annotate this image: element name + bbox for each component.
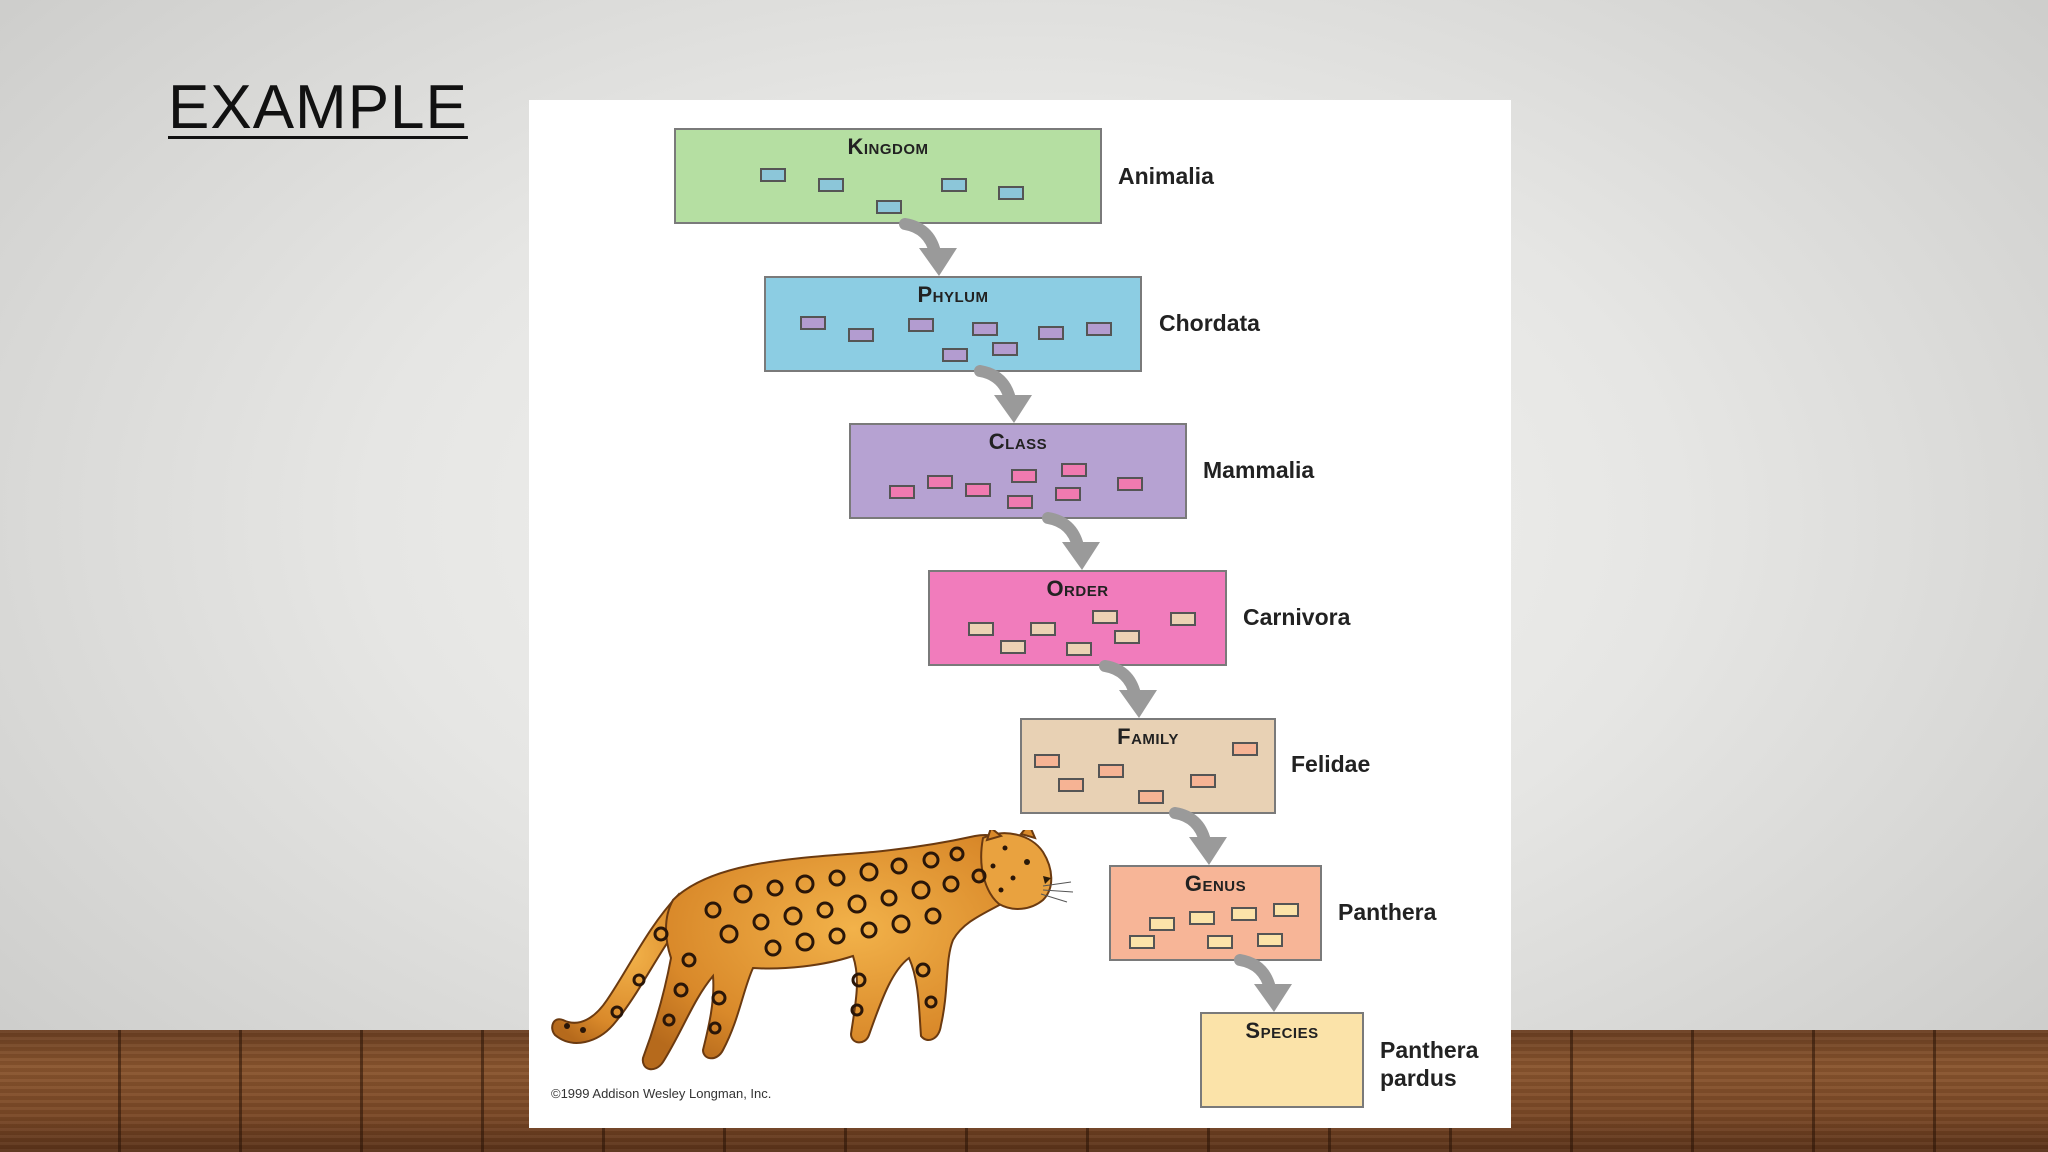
group-chip	[1257, 933, 1283, 947]
group-chip	[1011, 469, 1037, 483]
group-chip	[1030, 622, 1056, 636]
rank-label-family: Family	[1117, 724, 1179, 749]
group-chip	[972, 322, 998, 336]
group-chip	[965, 483, 991, 497]
group-chip	[1066, 642, 1092, 656]
taxon-label-phylum: Chordata	[1159, 310, 1260, 336]
arrow-kingdom-to-phylum	[899, 218, 957, 276]
group-chip	[760, 168, 786, 182]
group-chip	[1114, 630, 1140, 644]
group-chip	[1007, 495, 1033, 509]
arrow-class-to-order	[1042, 512, 1100, 570]
arrow-phylum-to-class	[974, 365, 1032, 423]
group-chip	[1061, 463, 1087, 477]
group-chip	[876, 200, 902, 214]
group-chip	[1055, 487, 1081, 501]
group-chip	[1098, 764, 1124, 778]
copyright-note: ©1999 Addison Wesley Longman, Inc.	[551, 1086, 772, 1101]
rank-label-genus: Genus	[1184, 871, 1247, 896]
rank-label-class: Class	[988, 429, 1048, 454]
group-chip	[1034, 754, 1060, 768]
taxon-label-species-epithet: pardus	[1380, 1065, 1457, 1091]
rank-box-kingdom: Kingdom	[674, 128, 1102, 224]
group-chip	[1232, 742, 1258, 756]
group-chip	[1190, 774, 1216, 788]
group-chip	[1273, 903, 1299, 917]
taxon-label-kingdom: Animalia	[1118, 163, 1214, 189]
leopard-illustration	[551, 830, 1074, 1071]
rank-box-class: Class	[849, 423, 1187, 519]
taxon-label-order: Carnivora	[1243, 604, 1351, 630]
group-chip	[1058, 778, 1084, 792]
group-chip	[1170, 612, 1196, 626]
group-chip	[800, 316, 826, 330]
rank-label-phylum: Phylum	[917, 282, 989, 307]
taxon-label-family: Felidae	[1291, 751, 1371, 777]
taxon-label-species-genus: Panthera	[1380, 1037, 1479, 1063]
group-chip	[992, 342, 1018, 356]
rank-label-kingdom: Kingdom	[847, 134, 929, 159]
group-chip	[1189, 911, 1215, 925]
arrow-family-to-genus	[1169, 807, 1227, 865]
taxonomy-figure: Kingdom Animalia Phylum Chordata Class M…	[529, 100, 1511, 1128]
group-chip	[908, 318, 934, 332]
group-chip	[998, 186, 1024, 200]
rank-box-order: Order	[928, 570, 1227, 666]
group-chip	[1000, 640, 1026, 654]
taxon-label-genus: Panthera	[1338, 899, 1437, 925]
group-chip	[1117, 477, 1143, 491]
group-chip	[848, 328, 874, 342]
group-chip	[1038, 326, 1064, 340]
rank-box-genus: Genus	[1109, 865, 1322, 961]
group-chip	[927, 475, 953, 489]
group-chip	[1231, 907, 1257, 921]
arrow-order-to-family	[1099, 660, 1157, 718]
slide-title: EXAMPLE	[168, 73, 468, 142]
group-chip	[942, 348, 968, 362]
group-chip	[1149, 917, 1175, 931]
rank-label-order: Order	[1046, 576, 1109, 601]
rank-label-species: Species	[1245, 1018, 1319, 1043]
group-chip	[968, 622, 994, 636]
rank-box-phylum: Phylum	[764, 276, 1142, 372]
group-chip	[941, 178, 967, 192]
group-chip	[1207, 935, 1233, 949]
group-chip	[1086, 322, 1112, 336]
group-chip	[1092, 610, 1118, 624]
rank-box-family: Family	[1020, 718, 1276, 814]
group-chip	[818, 178, 844, 192]
group-chip	[889, 485, 915, 499]
arrow-genus-to-species	[1234, 954, 1292, 1012]
taxon-label-class: Mammalia	[1203, 457, 1315, 483]
group-chip	[1129, 935, 1155, 949]
rank-box-species: Species	[1200, 1012, 1364, 1108]
group-chip	[1138, 790, 1164, 804]
